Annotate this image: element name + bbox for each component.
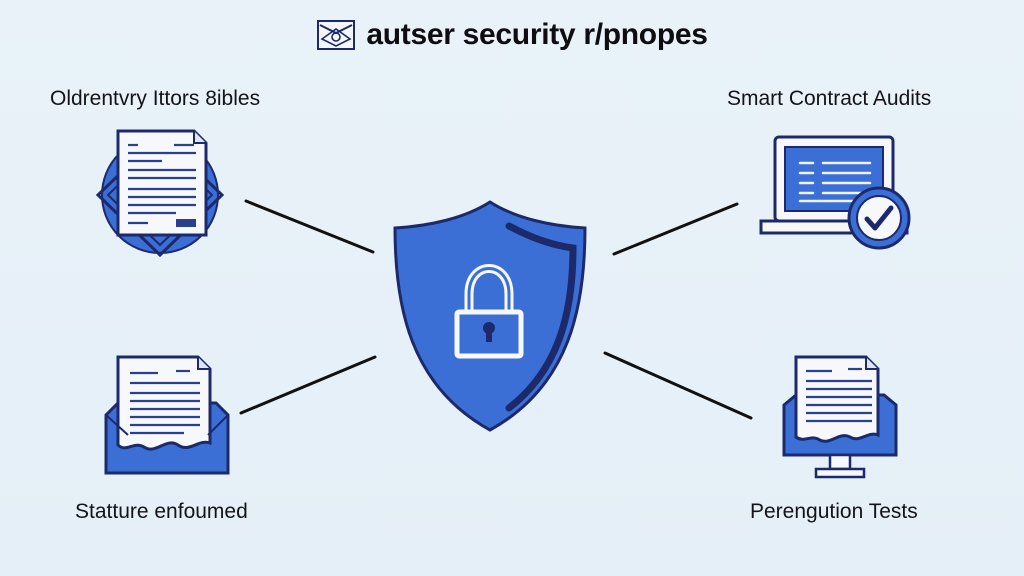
lock-icon	[454, 264, 524, 359]
connector-bottom-left	[239, 355, 377, 415]
shield-lock-icon	[393, 200, 587, 432]
node-label-bottom-right: Perengution Tests	[750, 500, 918, 523]
connector-top-left	[244, 199, 375, 254]
node-label-bottom-left: Statture enfoumed	[75, 500, 248, 523]
node-label-top-right: Smart Contract Audits	[727, 87, 932, 110]
laptop-check-icon	[759, 135, 911, 250]
document-badge-icon	[95, 129, 225, 258]
node-label-top-left: Oldrentvry Ittors 8ibles	[50, 87, 261, 110]
connector-top-right	[612, 202, 739, 256]
page-title: autser security r/pnopes	[366, 18, 708, 51]
connector-bottom-right	[603, 351, 753, 420]
header: autser security r/pnopes	[0, 18, 1024, 52]
emblem-logo-icon	[317, 20, 356, 50]
envelope-document-icon	[104, 355, 230, 475]
monitor-envelope-icon	[782, 355, 898, 479]
